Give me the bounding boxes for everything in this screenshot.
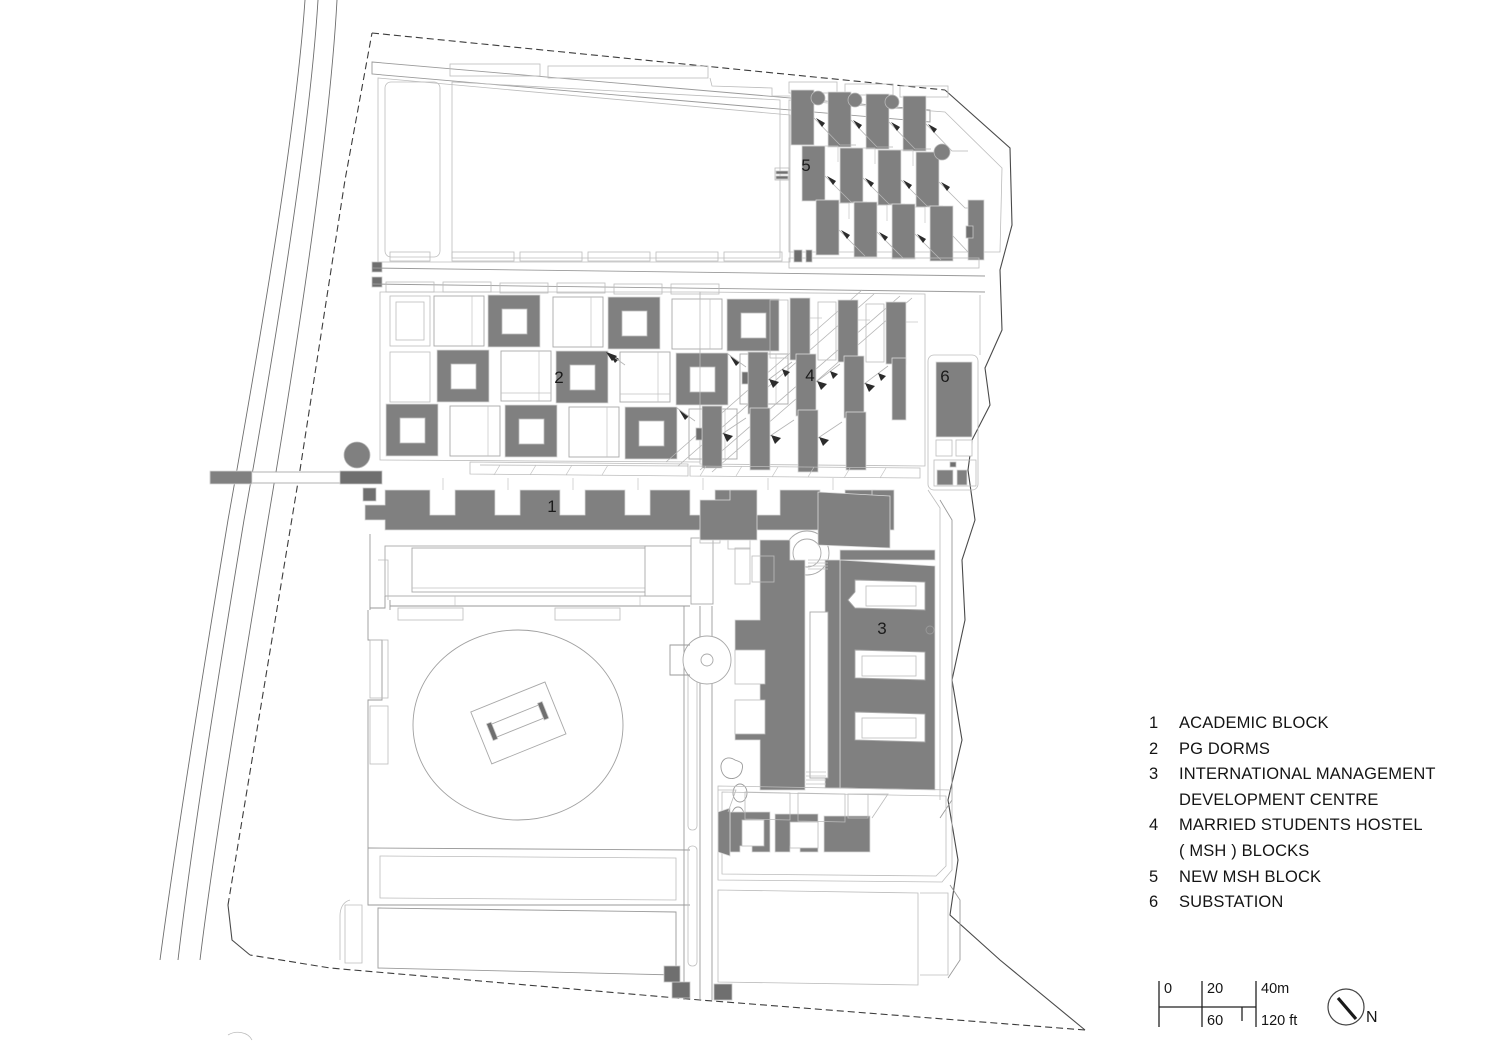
legend-item-5: 5 NEW MSH BLOCK — [1149, 865, 1479, 891]
msh-blocks-zone — [469, 289, 926, 479]
legend-label: INTERNATIONAL MANAGEMENT — [1179, 765, 1436, 784]
msh-row-middle — [741, 351, 907, 421]
pg-dorm-row-2 — [389, 349, 789, 406]
scale-tick-0: 0 — [1164, 981, 1172, 997]
north-arrow: N — [1324, 984, 1394, 1036]
msh-new-row-a — [790, 89, 968, 166]
site-details — [227, 596, 935, 1041]
legend-label-continuation: ( MSH ) BLOCKS — [1179, 841, 1310, 860]
central-courts — [367, 559, 691, 906]
legend-label: ACADEMIC BLOCK — [1179, 714, 1329, 732]
north-open-field — [371, 61, 931, 288]
plan-label-3: 3 — [877, 619, 886, 638]
legend-number: 5 — [1149, 867, 1159, 886]
southeast-plot — [717, 884, 961, 986]
substation-zone — [927, 295, 981, 491]
scale-tick-20: 20 — [1207, 981, 1223, 997]
academic-block — [362, 478, 895, 531]
site-access-road — [159, 0, 338, 961]
north-arrow-circle — [1327, 988, 1365, 1026]
legend: 1 ACADEMIC BLOCK 2 PG DORMS 3 INTERNATIO… — [1149, 711, 1479, 916]
legend-number: 4 — [1149, 816, 1159, 835]
southwest-field — [339, 899, 681, 983]
msh-new-row-c — [815, 199, 985, 262]
plan-label-6: 6 — [940, 367, 949, 386]
pg-dorm-row-1 — [389, 294, 780, 352]
legend-item-1: 1 ACADEMIC BLOCK — [1149, 711, 1479, 737]
legend-label-continuation: DEVELOPMENT CENTRE — [1179, 790, 1379, 809]
msh-row-upper — [769, 297, 918, 365]
msh-new-row-b — [801, 143, 972, 223]
scale-bar: 0 20 40m 60 120 ft — [1155, 975, 1305, 1033]
legend-label: MARRIED STUDENTS HOSTEL — [1179, 816, 1423, 835]
site-boundary — [227, 32, 1086, 1031]
legend-label: SUBSTATION — [1179, 893, 1284, 912]
imdc-zone — [699, 489, 953, 819]
imdc-lightwells — [847, 579, 926, 743]
academic-lower-wing — [369, 528, 751, 610]
north-arrow-label: N — [1366, 1009, 1378, 1026]
legend-number: 6 — [1149, 893, 1159, 912]
new-msh-block-zone — [774, 81, 1003, 269]
imdc-stairs — [806, 559, 828, 785]
plan-label-5: 5 — [801, 156, 810, 175]
plan-label-1: 1 — [547, 497, 556, 516]
south-building-cluster — [717, 785, 953, 883]
legend-item-4: 4 MARRIED STUDENTS HOSTEL — [1149, 813, 1479, 839]
scale-tick-60: 60 — [1207, 1013, 1223, 1029]
plan-label-2: 2 — [554, 368, 563, 387]
legend-number: 2 — [1149, 739, 1159, 758]
scale-tick-40m: 40m — [1261, 981, 1289, 997]
msh-row-lower — [695, 405, 867, 473]
plan-number-labels: 1 2 3 4 5 6 — [547, 156, 949, 638]
plan-label-4: 4 — [805, 366, 814, 385]
legend-item-6: 6 SUBSTATION — [1149, 890, 1479, 916]
pg-dorm-row-3 — [385, 403, 738, 460]
legend-number: 1 — [1149, 714, 1159, 732]
legend-item-3: 3 INTERNATIONAL MANAGEMENT — [1149, 762, 1479, 788]
north-arrow-needle — [1336, 996, 1358, 1021]
legend-number: 3 — [1149, 765, 1159, 784]
scale-tick-120ft: 120 ft — [1261, 1013, 1297, 1029]
legend-item-2: 2 PG DORMS — [1149, 737, 1479, 763]
east-west-spine-road — [371, 267, 986, 293]
entrance-gate-bridge — [209, 441, 383, 485]
cricket-pitch — [470, 681, 567, 765]
legend-label: NEW MSH BLOCK — [1179, 867, 1322, 886]
legend-label: PG DORMS — [1179, 739, 1271, 758]
